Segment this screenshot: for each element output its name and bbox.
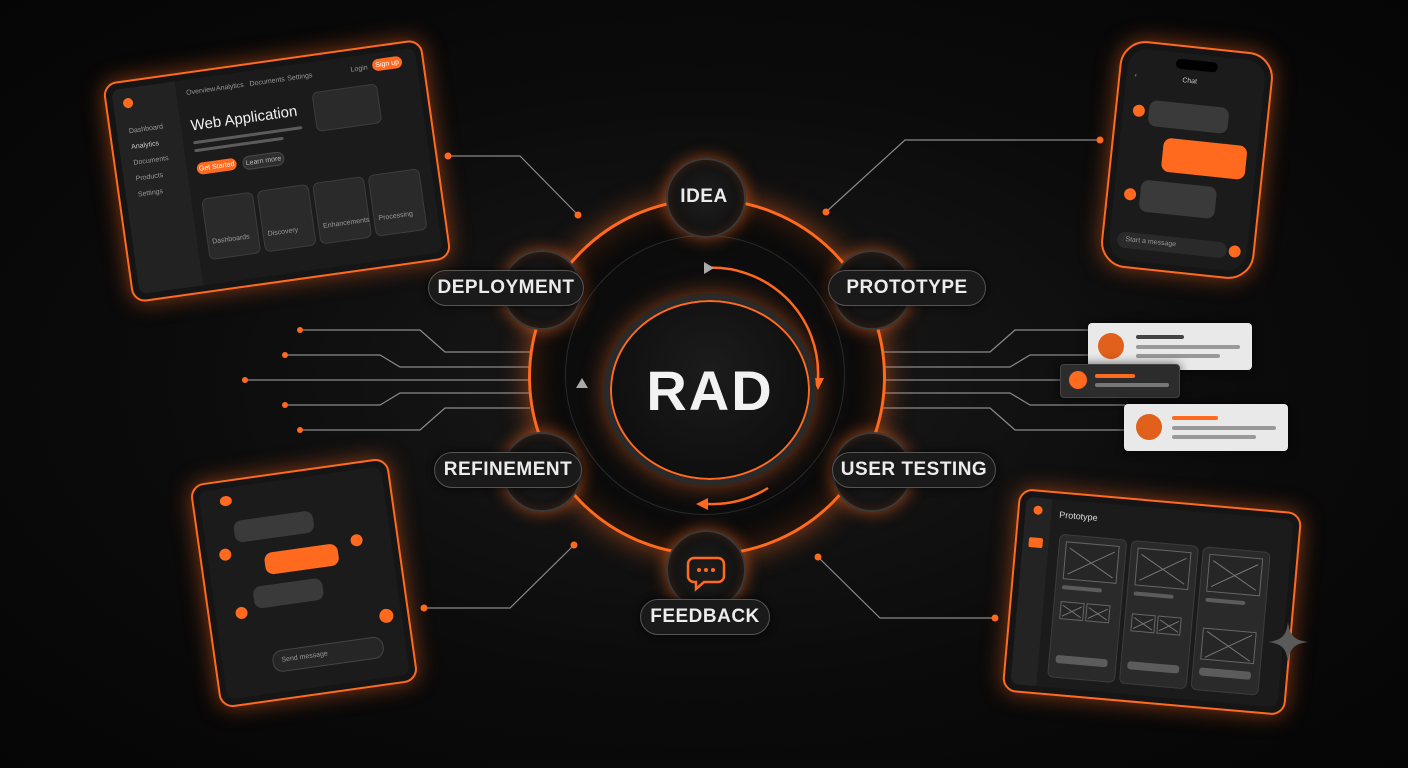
avatar	[218, 547, 233, 562]
nav-settings[interactable]: Settings	[286, 72, 313, 83]
proto-title: Prototype	[1058, 509, 1099, 523]
notification-card[interactable]	[1060, 364, 1180, 398]
stage-refinement-label[interactable]: REFINEMENT	[434, 452, 582, 488]
send-message-input[interactable]: Send message	[271, 635, 386, 674]
sidebar-item-products[interactable]: Products	[135, 171, 164, 183]
chat-bubble	[252, 577, 325, 610]
chat-phone: ‹ Chat Start a message	[1098, 38, 1276, 282]
message-input[interactable]: Start a message	[1116, 231, 1228, 259]
phone-notch	[1175, 58, 1219, 73]
stage-idea-label: IDEA	[680, 186, 728, 207]
proto-sidebar	[1010, 496, 1053, 687]
send-icon[interactable]	[378, 607, 395, 624]
stage-feedback-label[interactable]: FEEDBACK	[640, 599, 770, 635]
user-avatar-icon	[1136, 414, 1162, 440]
stage-user-testing-label[interactable]: USER TESTING	[832, 452, 996, 488]
idea-node[interactable]	[666, 158, 746, 238]
stage-prototype-label[interactable]: PROTOTYPE	[828, 270, 986, 306]
sidebar-item-settings[interactable]: Settings	[137, 188, 164, 199]
sidebar-item-documents[interactable]: Documents	[133, 154, 170, 167]
signup-button[interactable]: Sign up	[371, 55, 403, 72]
warning-icon[interactable]	[1028, 537, 1044, 549]
nav-documents[interactable]: Documents	[249, 76, 286, 88]
avatar	[234, 606, 249, 620]
chat-bubble-own	[1160, 137, 1248, 181]
wireframe-column	[1118, 539, 1200, 690]
feedback-node[interactable]	[666, 530, 746, 610]
phone-header-title: Chat	[1181, 77, 1198, 86]
notification-card[interactable]	[1124, 404, 1288, 451]
chat-bubble-own	[263, 543, 340, 576]
avatar	[1132, 104, 1146, 118]
chat-logo-icon	[219, 495, 233, 507]
avatar	[1123, 187, 1137, 201]
back-icon[interactable]: ‹	[1134, 72, 1138, 80]
wireframe-column	[1190, 546, 1271, 696]
chat-bubble	[1147, 99, 1230, 135]
sparkle-icon	[1268, 622, 1308, 662]
notification-card[interactable]	[1088, 323, 1252, 370]
avatar	[349, 533, 364, 548]
wireframe-column	[1047, 533, 1128, 684]
chat-bubble	[232, 510, 316, 544]
rad-core: RAD	[604, 294, 816, 486]
app-logo-icon	[122, 97, 134, 109]
nav-analytics[interactable]: Analytics	[215, 81, 245, 93]
prototype-tablet: Prototype	[1001, 488, 1303, 716]
logo-icon	[1033, 505, 1043, 516]
stage-deployment-label[interactable]: DEPLOYMENT	[428, 270, 584, 306]
login-link[interactable]: Login	[350, 64, 369, 74]
user-avatar-icon	[1098, 333, 1124, 359]
chat-bubble-icon	[686, 556, 726, 592]
sidebar-item-analytics[interactable]: Analytics	[130, 140, 160, 152]
learn-more-button[interactable]: Learn more	[241, 150, 286, 171]
feature-card[interactable]: Dashboards	[201, 191, 262, 261]
nav-overview[interactable]: Overview	[185, 85, 216, 97]
feature-card[interactable]: Enhancements	[312, 176, 373, 245]
sidebar-item-dashboard[interactable]: Dashboard	[128, 123, 164, 136]
chat-tablet: Send message	[189, 457, 419, 709]
web-app-tablet: Dashboard Analytics Documents Products S…	[102, 38, 452, 304]
chat-bubble	[1138, 179, 1218, 220]
user-avatar-icon	[1069, 371, 1087, 389]
get-started-button[interactable]: Get Started	[196, 157, 238, 176]
send-icon[interactable]	[1228, 244, 1242, 259]
center-title: RAD	[646, 358, 774, 422]
feature-card[interactable]: Processing	[367, 168, 428, 237]
cycle-arrows	[576, 262, 824, 510]
hero-preview-card	[311, 83, 383, 133]
feature-card[interactable]: Discovery	[256, 183, 317, 253]
